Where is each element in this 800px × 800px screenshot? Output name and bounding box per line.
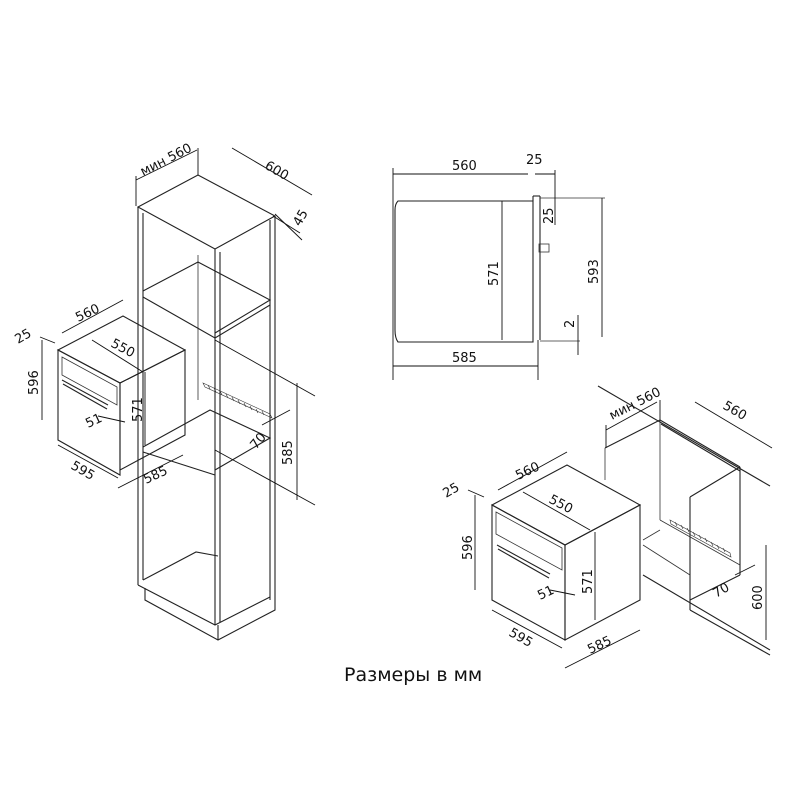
dim-uc-cabinet-min-width: мин 560 — [607, 385, 663, 424]
dim-uc-front-height: 596 — [461, 535, 476, 560]
dim-uc-front-offset: 25 — [441, 480, 463, 501]
dim-door-thickness: 25 — [526, 153, 543, 168]
dim-uc-handle-offset: 51 — [535, 583, 556, 604]
dim-handle-offset: 51 — [83, 411, 104, 432]
dim-uc-vent-gap: 70 — [711, 580, 733, 601]
dim-side-body-depth: 560 — [452, 159, 477, 174]
dim-total-height: 593 — [587, 259, 602, 284]
undercounter-cabinet: мин 560 560 600 70 — [597, 385, 773, 656]
dim-front-height: 596 — [27, 370, 42, 395]
dim-bottom-gap: 2 — [563, 320, 578, 328]
dim-uc-front-width: 595 — [506, 625, 535, 650]
dim-uc-niche-height: 600 — [751, 585, 766, 610]
dim-side-body-height: 571 — [487, 261, 502, 286]
dim-niche-height: 585 — [281, 440, 296, 465]
dim-uc-cabinet-depth: 560 — [720, 398, 749, 423]
dim-cabinet-min-width: мин 560 — [138, 141, 194, 180]
dim-total-depth: 585 — [452, 351, 477, 366]
dim-body-height: 571 — [131, 397, 146, 422]
dim-uc-body-width: 585 — [585, 634, 614, 658]
dim-inner-depth: 550 — [108, 336, 137, 361]
column-cabinet: мин 560 600 45 585 70 — [135, 141, 316, 641]
dim-back-gap: 45 — [290, 207, 311, 229]
dim-front-width: 595 — [68, 458, 97, 483]
dim-uc-body-height: 571 — [581, 569, 596, 594]
dim-oven-top-depth: 560 — [73, 302, 102, 326]
dim-body-width: 585 — [141, 464, 170, 488]
dim-top-gap: 25 — [542, 207, 557, 224]
oven-left: 560 25 550 596 571 51 595 585 — [13, 299, 187, 489]
oven-side-view: 560 25 25 571 593 2 585 — [392, 153, 605, 380]
oven-right: 560 25 550 596 571 51 595 585 — [441, 451, 642, 669]
dim-front-offset: 25 — [13, 326, 35, 347]
units-caption: Размеры в мм — [344, 664, 483, 686]
